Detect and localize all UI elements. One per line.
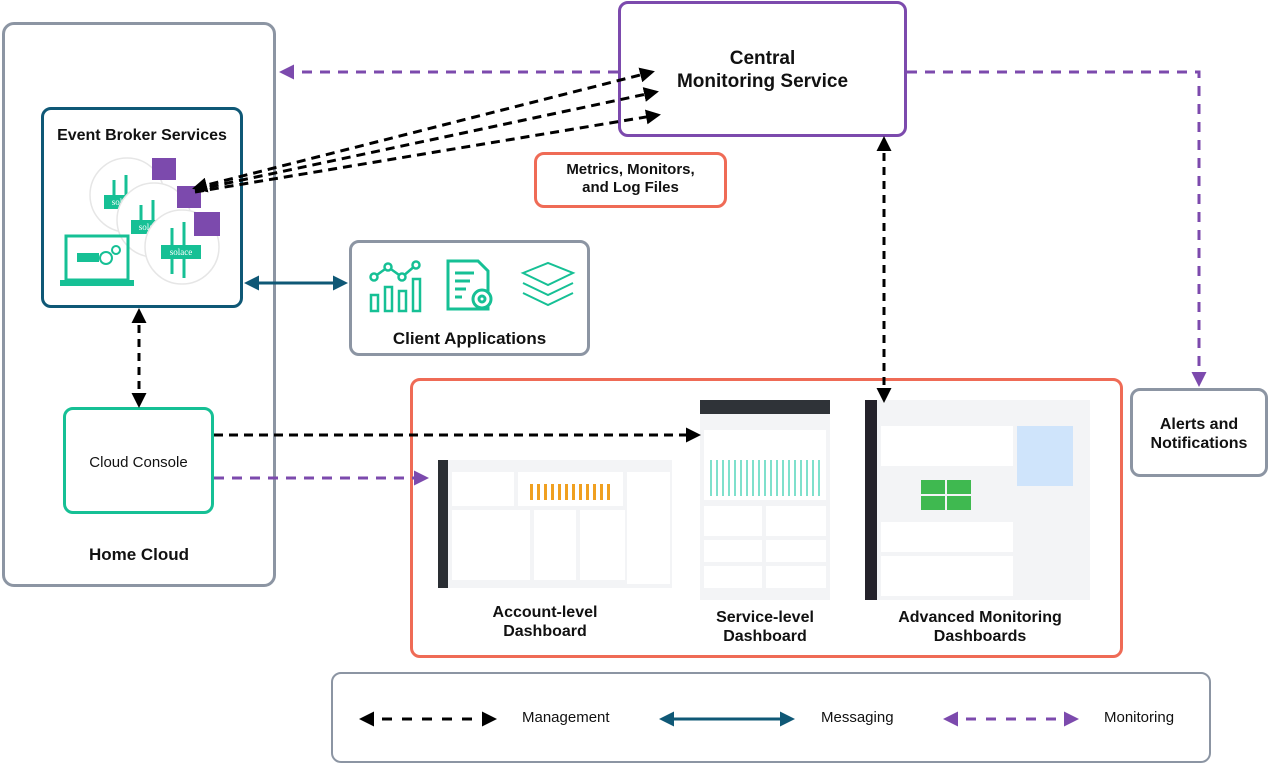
- management-arrow-broker-central-3: [194, 109, 661, 194]
- advanced-dashboard-screenshot[interactable]: [865, 400, 1090, 600]
- broker-cluster-icon: solac solac solace: [60, 157, 220, 286]
- management-arrow-broker-central-2: [194, 87, 659, 192]
- client-applications-label: Client Applications: [392, 329, 547, 348]
- legend-monitoring-label: Monitoring: [1104, 709, 1175, 726]
- cloud-console-node: Cloud Console: [63, 407, 214, 514]
- account-dashboard-label: Account-level Dashboard: [492, 604, 598, 641]
- service-dashboard-screenshot[interactable]: [700, 400, 830, 600]
- management-arrow-broker-central-1: [192, 67, 655, 193]
- svg-text:solac: solac: [139, 222, 158, 232]
- alerts-line-2: Notifications: [1150, 435, 1248, 453]
- advanced-dashboard-label: Advanced Monitoring Dashboards: [898, 609, 1062, 646]
- service-dashboard-label: Service-level Dashboard: [716, 609, 814, 646]
- event-broker-services-node: Event Broker Services solac solac solace: [41, 107, 243, 308]
- layers-icon: [520, 261, 576, 307]
- client-applications-node: Client Applications: [349, 240, 590, 356]
- cloud-console-label: Cloud Console: [89, 454, 188, 471]
- monitoring-arrow-to-alerts: [907, 70, 1207, 387]
- broker-circle-3: solace: [144, 209, 220, 285]
- svg-text:solace: solace: [170, 247, 193, 257]
- laptop-icon: [60, 234, 134, 286]
- event-broker-label: Event Broker Services: [57, 127, 227, 144]
- chart-analytics-icon: [369, 260, 422, 313]
- central-monitoring-label: Central Monitoring Service: [676, 48, 849, 92]
- alerts-notifications-node: Alerts and Notifications: [1130, 388, 1268, 477]
- legend-messaging-label: Messaging: [821, 709, 894, 726]
- central-monitoring-service-node: Central Monitoring Service: [618, 1, 907, 137]
- account-dashboard-screenshot[interactable]: [438, 460, 672, 588]
- document-settings-icon: [446, 259, 493, 311]
- alerts-line-1: Alerts and: [1159, 416, 1239, 433]
- home-cloud-label: Home Cloud: [88, 545, 190, 564]
- legend-management-label: Management: [522, 709, 610, 726]
